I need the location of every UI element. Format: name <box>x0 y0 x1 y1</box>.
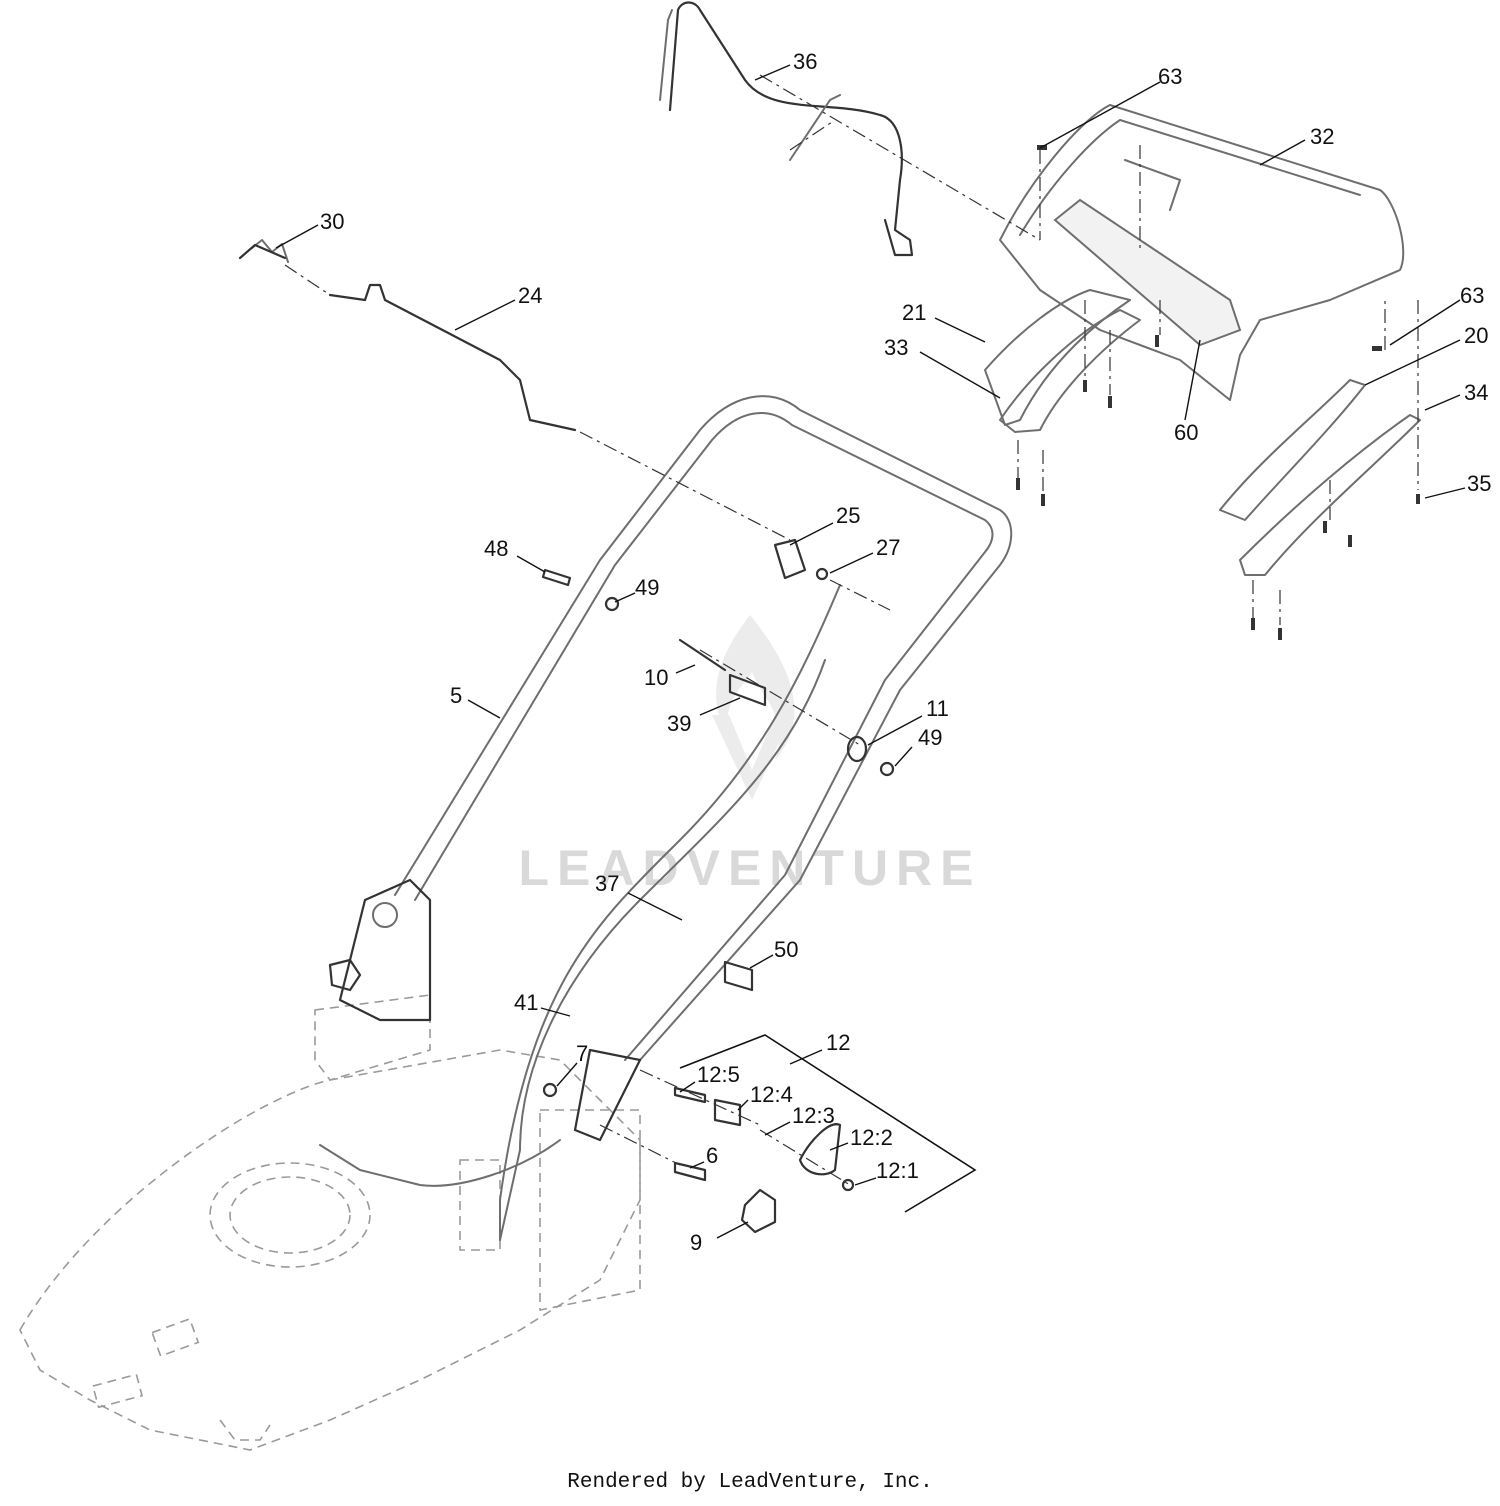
label-6: 6 <box>706 1143 718 1168</box>
watermark-text: LEADVENTURE <box>518 840 981 896</box>
label-37: 37 <box>595 871 619 896</box>
part-50 <box>723 960 754 992</box>
label-36: 36 <box>793 49 817 74</box>
nut-49b <box>879 761 895 777</box>
label-32: 32 <box>1310 124 1334 149</box>
bag-frame-32 <box>999 104 1405 401</box>
part-12-1 <box>841 1178 855 1192</box>
label-20: 20 <box>1464 323 1488 348</box>
render-credit: Rendered by LeadVenture, Inc. <box>567 1471 932 1494</box>
bail-36 <box>659 1 914 257</box>
hardware <box>541 538 895 1234</box>
label-12: 12 <box>826 1030 850 1055</box>
bolt-10 <box>678 638 727 672</box>
part-labels: 36 63 32 30 24 21 33 63 20 34 60 35 25 2… <box>320 49 1491 1255</box>
label-35: 35 <box>1467 471 1491 496</box>
label-9: 9 <box>690 1230 702 1255</box>
part-12-4 <box>713 1098 742 1127</box>
label-48: 48 <box>484 536 508 561</box>
label-49: 49 <box>635 575 659 600</box>
label-63: 63 <box>1158 64 1182 89</box>
cables <box>319 584 841 1241</box>
label-50: 50 <box>774 937 798 962</box>
part-7 <box>542 1082 558 1098</box>
label-5: 5 <box>450 683 462 708</box>
clip-25 <box>773 538 807 580</box>
label-12-4: 12:4 <box>750 1082 793 1107</box>
label-12-3: 12:3 <box>792 1103 835 1128</box>
label-63b: 63 <box>1460 283 1484 308</box>
label-21: 21 <box>902 300 926 325</box>
mower-deck <box>19 994 641 1451</box>
label-11: 11 <box>926 696 949 721</box>
bracket-39 <box>728 673 767 707</box>
label-49b: 49 <box>918 725 942 750</box>
washer-27 <box>815 567 829 581</box>
knob-9-icon <box>740 1188 777 1234</box>
label-7: 7 <box>576 1041 588 1066</box>
bag-label-plate <box>1053 198 1242 347</box>
part-12-5 <box>673 1086 707 1104</box>
handle-knob-icon <box>328 958 362 992</box>
watermark: LEADVENTURE <box>518 615 981 896</box>
label-10: 10 <box>644 665 668 690</box>
nut-49 <box>604 596 620 612</box>
label-60: 60 <box>1174 420 1198 445</box>
side-rail-right <box>1219 379 1421 576</box>
label-12-5: 12:5 <box>697 1062 740 1087</box>
kit-12-bracket <box>679 1034 977 1213</box>
bolt-48 <box>541 568 572 587</box>
v-logo-icon <box>712 715 792 800</box>
spacer-11 <box>846 735 868 763</box>
handle-5 <box>328 395 1013 1142</box>
label-30: 30 <box>320 209 344 234</box>
label-12-2: 12:2 <box>850 1125 893 1150</box>
center-lines <box>284 74 1419 1186</box>
label-27: 27 <box>876 535 900 560</box>
rod-24 <box>238 239 577 432</box>
leader-lines <box>275 64 1466 1239</box>
label-41: 41 <box>514 990 538 1015</box>
label-25: 25 <box>836 503 860 528</box>
part-12-2 <box>798 1123 842 1176</box>
label-24: 24 <box>518 283 542 308</box>
label-12-1: 12:1 <box>876 1158 919 1183</box>
label-39: 39 <box>667 711 691 736</box>
side-rail-left <box>984 289 1141 433</box>
label-34: 34 <box>1464 380 1488 405</box>
label-33: 33 <box>884 335 908 360</box>
part-6 <box>673 1161 707 1182</box>
flame-logo-icon <box>716 615 795 760</box>
